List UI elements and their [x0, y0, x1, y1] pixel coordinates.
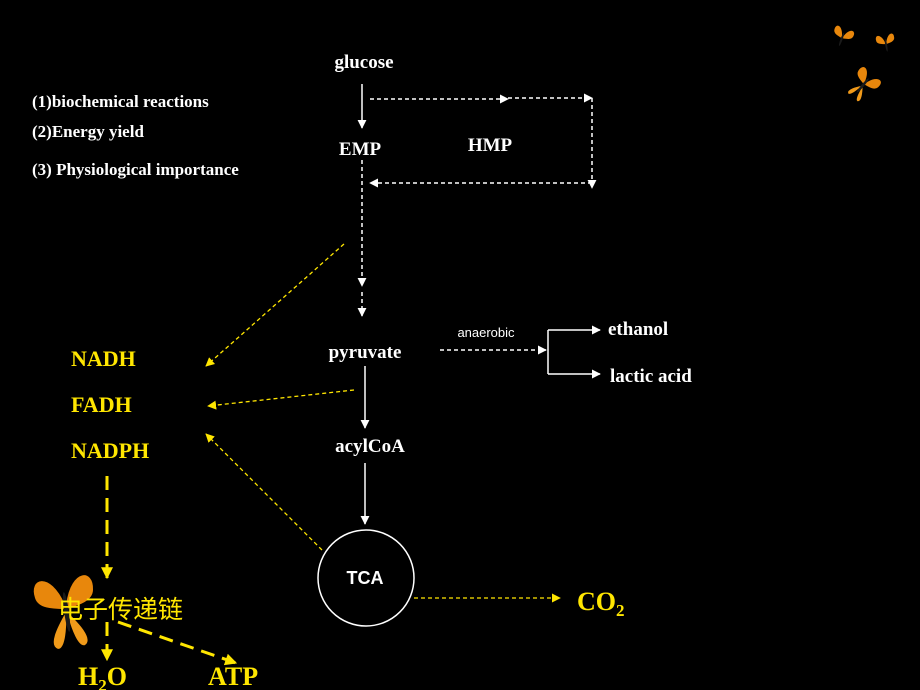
carrier-nadph: NADPH [71, 438, 149, 463]
list-item-1: (1)biochemical reactions [32, 92, 209, 111]
butterfly-icon [874, 32, 896, 52]
arrow-emp-nadh [205, 243, 345, 367]
arrow-chain-atp [117, 620, 238, 666]
label-anaerobic: anaerobic [457, 325, 515, 340]
product-h2o: H2O [78, 662, 127, 690]
carrier-nadh: NADH [71, 346, 136, 371]
butterfly-icon [833, 24, 856, 46]
node-acylcoa: acylCoA [335, 436, 405, 457]
node-hmp: HMP [468, 135, 513, 156]
product-atp: ATP [208, 662, 258, 690]
carrier-fadh: FADH [71, 392, 132, 417]
tca-circle [317, 529, 415, 627]
node-emp: EMP [339, 139, 382, 160]
arrow-tca-nadph [205, 433, 323, 551]
node-glucose: glucose [334, 52, 393, 73]
node-pyruvate: pyruvate [329, 342, 402, 363]
butterfly-icon [846, 65, 883, 103]
electron-transport-chain-label: 电子传递链 [58, 595, 184, 624]
node-tca: TCA [347, 568, 384, 588]
arrow-pyruvate-fadh [207, 389, 355, 410]
product-co2: CO2 [577, 587, 625, 620]
list-item-3: (3) Physiological importance [32, 160, 239, 179]
list-item-2: (2)Energy yield [32, 122, 144, 141]
butterfly-icon [32, 573, 95, 651]
node-ethanol: ethanol [608, 319, 668, 340]
node-lactic-acid: lactic acid [610, 366, 692, 387]
